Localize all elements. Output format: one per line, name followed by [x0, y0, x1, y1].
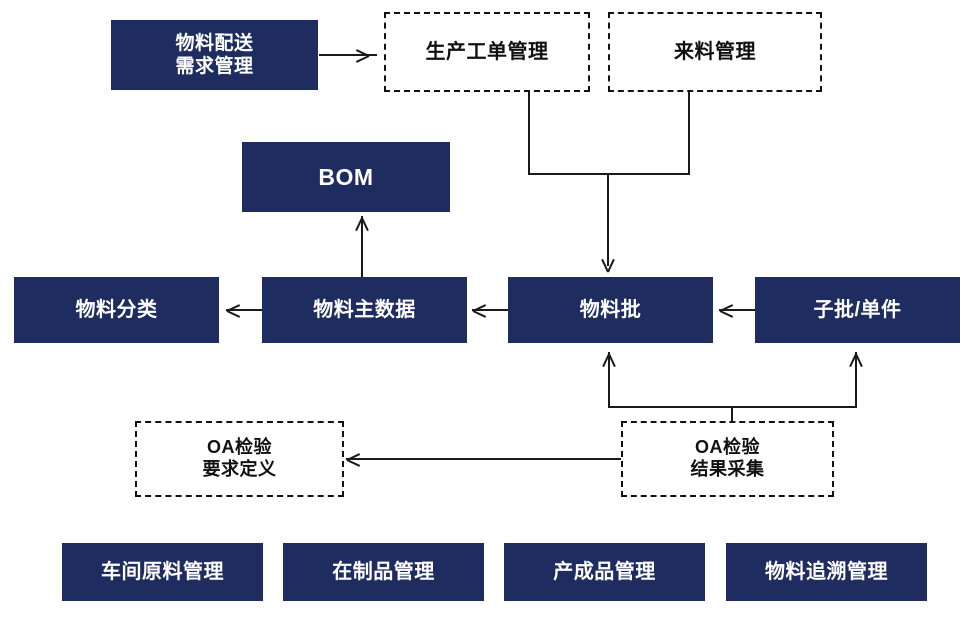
edge-subbatch-to-batch [719, 309, 755, 311]
edge-workorder-down [528, 92, 530, 175]
edge-oa-split-stem [731, 406, 733, 426]
node-label: 在制品管理 [332, 560, 435, 583]
edge-oaresult-to-oarequirement [346, 458, 621, 460]
node-label: 物料配送 需求管理 [175, 32, 254, 77]
node-label: 生产工单管理 [425, 40, 549, 63]
node-finished-product[interactable]: 产成品管理 [504, 543, 705, 601]
edge-masterdata-to-category [226, 309, 262, 311]
node-bom[interactable]: BOM [242, 142, 450, 212]
node-label: 车间原料管理 [101, 560, 224, 583]
edge-oa-up-right [855, 352, 857, 408]
node-label: OA检验 要求定义 [202, 437, 277, 479]
node-material-category[interactable]: 物料分类 [14, 277, 219, 343]
edge-batch-to-masterdata [472, 309, 508, 311]
edge-incoming-down [688, 92, 690, 175]
node-material-delivery-demand[interactable]: 物料配送 需求管理 [111, 20, 318, 90]
node-label: BOM [318, 163, 374, 190]
node-material-master-data[interactable]: 物料主数据 [262, 277, 467, 343]
node-work-in-progress[interactable]: 在制品管理 [283, 543, 484, 601]
node-label: 物料批 [579, 298, 642, 321]
node-workshop-raw-material[interactable]: 车间原料管理 [62, 543, 263, 601]
edge-merge-to-batch [607, 173, 609, 266]
node-label: 子批/单件 [813, 298, 902, 321]
node-label: 来料管理 [674, 40, 756, 63]
node-label: 物料追溯管理 [765, 560, 888, 583]
node-sub-batch-unit[interactable]: 子批/单件 [755, 277, 960, 343]
node-label: 物料分类 [75, 298, 158, 321]
node-label: 物料主数据 [313, 298, 416, 321]
edge-delivery-to-workorder [319, 54, 377, 56]
edge-merge-bar [528, 173, 690, 175]
node-label: OA检验 结果采集 [690, 437, 765, 479]
node-production-work-order[interactable]: 生产工单管理 [384, 12, 590, 92]
node-label: 产成品管理 [553, 560, 656, 583]
node-incoming-material[interactable]: 来料管理 [608, 12, 822, 92]
node-material-batch[interactable]: 物料批 [508, 277, 713, 343]
node-material-traceability[interactable]: 物料追溯管理 [726, 543, 927, 601]
node-oa-result-collect[interactable]: OA检验 结果采集 [621, 421, 834, 497]
edge-masterdata-to-bom [361, 216, 363, 277]
edge-oa-up-left [608, 352, 610, 408]
node-oa-requirement-define[interactable]: OA检验 要求定义 [135, 421, 344, 497]
